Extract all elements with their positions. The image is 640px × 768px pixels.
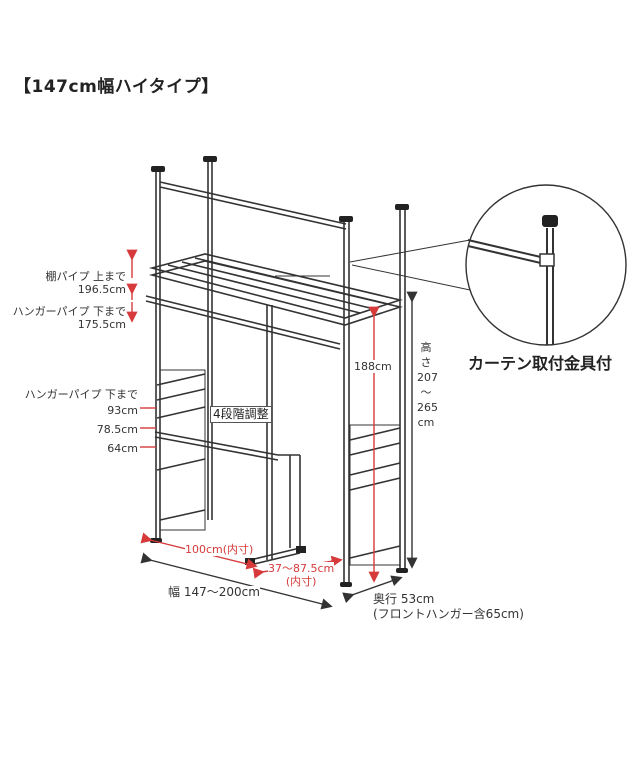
depth-line2: (フロントハンガー含65cm): [373, 607, 524, 621]
label-hanger-upper-line1: ハンガーパイプ 下まで: [12, 305, 126, 318]
inner-depth-line2: (内寸): [285, 575, 317, 588]
depth-line1: 奥行 53cm: [373, 592, 435, 606]
curtain-bracket-label: カーテン取付金具付: [468, 354, 613, 373]
height-label-4: 〜: [420, 386, 432, 399]
label-shelf-pipe: 棚パイプ 上まで 196.5cm: [30, 270, 127, 296]
label-hanger-upper-line2: 175.5cm: [77, 318, 126, 331]
curtain-bracket-detail: [349, 184, 627, 346]
label-shelf-pipe-line2: 196.5cm: [77, 283, 126, 296]
label-hanger-lower-78: 78.5cm: [96, 423, 138, 436]
height-label-1: 高: [420, 341, 432, 354]
label-shelf-pipe-line1: 棚パイプ 上まで: [45, 270, 127, 283]
depth-label: 奥行 53cm (フロントハンガー含65cm): [373, 592, 524, 622]
label-hanger-lower-93: 93cm: [107, 404, 138, 417]
dimension-arrows: [140, 291, 418, 610]
width-label: 幅 147〜200cm: [168, 585, 260, 599]
label-hanger-lower-line1: ハンガーパイプ 下まで: [24, 388, 138, 401]
inner-width-label: 100cm(内寸): [185, 543, 254, 556]
height-label: 高 さ 207 〜 265 cm: [417, 340, 438, 430]
height-label-6: cm: [417, 416, 435, 429]
inner-depth-label: 37〜87.5cm (内寸): [268, 562, 335, 588]
inner-height-label: 188cm: [354, 360, 392, 373]
label-hanger-lower: ハンガーパイプ 下まで 93cm 78.5cm 64cm: [0, 388, 138, 455]
page-title: 【147cm幅ハイタイプ】: [14, 77, 219, 97]
inner-depth-line1: 37〜87.5cm: [268, 562, 335, 575]
height-label-3: 207: [417, 371, 438, 384]
step-adjust-label: 4段階調整: [210, 406, 272, 423]
height-label-5: 265: [417, 401, 438, 414]
label-hanger-upper: ハンガーパイプ 下まで 175.5cm: [0, 305, 126, 331]
rack-frame: [145, 162, 406, 583]
label-hanger-lower-64: 64cm: [107, 442, 138, 455]
height-label-2: さ: [420, 356, 432, 369]
